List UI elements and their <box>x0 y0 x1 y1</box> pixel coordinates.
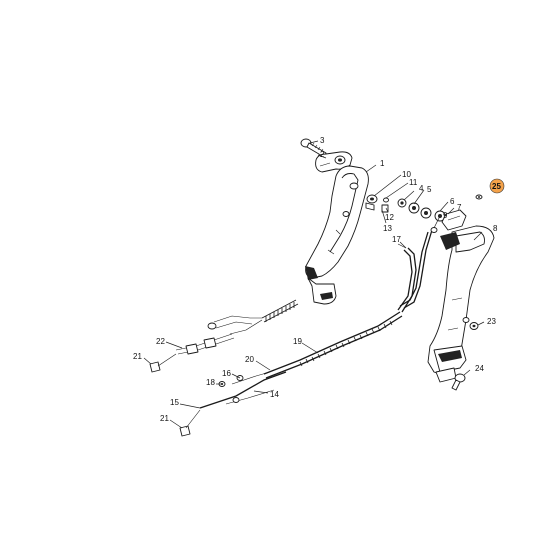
part-10-12-pins <box>365 194 389 213</box>
callout-14: 14 <box>270 390 279 399</box>
callout-25: 25 <box>492 182 501 191</box>
spring-coil <box>261 299 299 323</box>
part-22-wire-harness <box>175 315 263 355</box>
callout-17: 17 <box>392 235 401 244</box>
leader-lines <box>143 140 485 429</box>
part-17-throttle-rod <box>397 243 417 313</box>
callout-8: 8 <box>493 224 498 233</box>
callout-18: 18 <box>206 378 215 387</box>
callout-2: 2 <box>320 150 325 159</box>
callout-24: 24 <box>475 364 484 373</box>
callout-16: 16 <box>222 369 231 378</box>
callout-6: 6 <box>450 197 455 206</box>
callout-9: 9 <box>443 211 448 220</box>
part-1-left-handle <box>305 165 369 305</box>
callout-3: 3 <box>320 136 325 145</box>
callout-1: 1 <box>380 159 385 168</box>
part-25-clip <box>475 194 483 200</box>
part-8-right-handle <box>427 225 495 383</box>
callout-10: 10 <box>402 170 411 179</box>
callout-12: 12 <box>385 213 394 222</box>
part-7-switch-block <box>441 209 467 231</box>
part-9-control-rod <box>399 227 438 309</box>
part-19-cable <box>263 311 403 379</box>
callout-5: 5 <box>427 185 432 194</box>
part-2-clamp <box>315 151 353 173</box>
callout-21-upper: 21 <box>133 352 142 361</box>
callout-20: 20 <box>245 355 254 364</box>
part-4-5-6-washers <box>397 198 446 222</box>
callout-19: 19 <box>293 337 302 346</box>
callout-25-highlight <box>489 178 505 194</box>
part-24-screw <box>451 373 466 391</box>
callout-21-lower: 21 <box>160 414 169 423</box>
callout-4: 4 <box>419 184 424 193</box>
part-21-connector-lower <box>179 409 201 437</box>
part-23-screw <box>469 322 479 330</box>
callout-13: 13 <box>383 224 392 233</box>
callout-23: 23 <box>487 317 496 326</box>
callout-11: 11 <box>409 178 418 187</box>
callout-15: 15 <box>170 398 179 407</box>
callout-7: 7 <box>457 203 462 212</box>
callout-22: 22 <box>156 337 165 346</box>
callout-labels: 1 2 3 4 5 6 7 8 9 10 11 12 13 14 15 16 1… <box>133 136 505 423</box>
part-21-connector-upper <box>149 353 177 373</box>
